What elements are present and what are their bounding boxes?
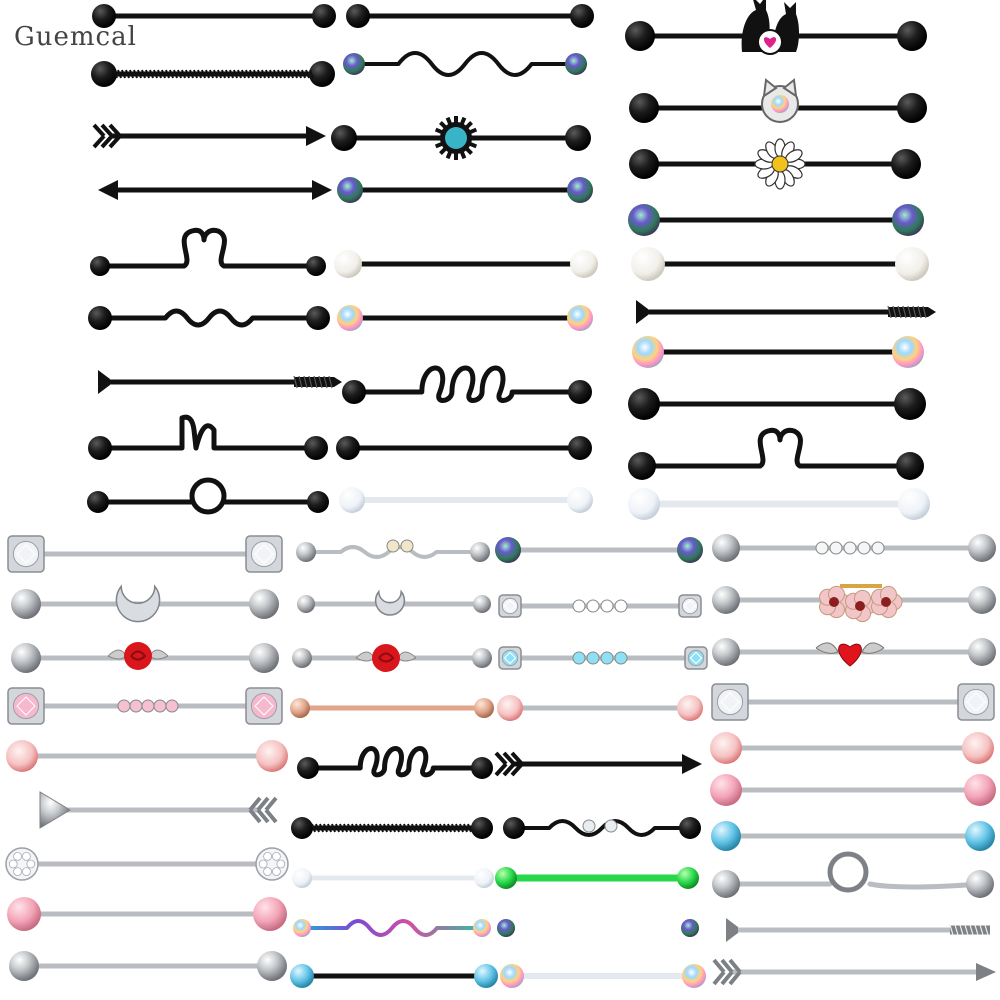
black-opal-barbell bbox=[337, 305, 593, 331]
steel-arrow-barbell bbox=[712, 958, 996, 986]
black-barbell bbox=[92, 4, 336, 28]
blue-opal-black-barbell bbox=[290, 964, 498, 988]
steel-white-stone-barbell bbox=[498, 594, 702, 618]
steel-jewel-barbell-large bbox=[711, 683, 995, 721]
clear-barbell-large bbox=[628, 488, 930, 520]
black-spiral-barbell bbox=[342, 365, 592, 404]
black-textured-barbell bbox=[346, 4, 594, 28]
steel-blue-stone-barbell bbox=[498, 646, 708, 670]
steel-pink-barbell bbox=[7, 897, 287, 931]
black-gem-barbell-large bbox=[628, 204, 924, 236]
clear-speckle-barbell bbox=[500, 964, 706, 988]
rainbow-barbell bbox=[497, 919, 699, 937]
steel-blue-barbell bbox=[711, 821, 995, 851]
steel-speckle-barbell-small bbox=[497, 695, 703, 721]
rainbow-wave-barbell bbox=[293, 919, 491, 937]
black-plain-barbell-large bbox=[628, 388, 926, 420]
black-twisted-barbell bbox=[91, 61, 335, 87]
black-spike-barbell bbox=[88, 414, 328, 460]
steel-speckle-barbell-large bbox=[710, 732, 994, 764]
clear-barbell-small bbox=[292, 868, 494, 888]
black-screw-barbell-large bbox=[636, 300, 936, 324]
steel-crystal-row-barbell bbox=[712, 534, 996, 562]
black-opal-wave-barbell bbox=[503, 817, 701, 839]
black-plain-barbell bbox=[336, 436, 592, 460]
steel-winged-heart-barbell bbox=[712, 638, 996, 667]
steel-pink-stone-barbell bbox=[7, 687, 283, 725]
steel-screw-barbell bbox=[726, 918, 990, 942]
black-pearl-barbell-large bbox=[631, 247, 929, 281]
black-gem-wave-barbell bbox=[343, 51, 587, 77]
black-heart-loop-barbell-large bbox=[628, 427, 924, 480]
steel-gem-barbell bbox=[495, 537, 703, 563]
black-spiral-barbell-small bbox=[297, 746, 493, 779]
black-gem-barbell bbox=[337, 177, 593, 203]
black-pearl-barbell bbox=[334, 250, 598, 278]
black-arrow-barbell bbox=[92, 123, 326, 149]
steel-plain-barbell bbox=[9, 951, 287, 981]
black-heart-loop-barbell bbox=[90, 227, 326, 276]
clear-barbell bbox=[339, 487, 593, 513]
steel-flower-barbell bbox=[712, 584, 996, 623]
brand-logo: Guemcal bbox=[14, 22, 137, 52]
black-arrow-barbell-small bbox=[494, 751, 702, 777]
black-wave-barbell bbox=[88, 306, 330, 330]
steel-pearl-wave-barbell bbox=[296, 539, 490, 562]
steel-moon-barbell-small bbox=[297, 589, 491, 616]
steel-moon-barbell bbox=[11, 584, 279, 623]
steel-crystal-barbell bbox=[5, 847, 289, 881]
black-screw-barbell bbox=[98, 370, 342, 394]
steel-rose-barbell-small bbox=[292, 644, 492, 672]
black-cat-face-barbell bbox=[629, 78, 927, 123]
black-sun-barbell bbox=[331, 116, 591, 160]
black-ring-loop-barbell bbox=[87, 477, 329, 515]
steel-pink-barbell-large bbox=[710, 774, 996, 806]
black-daisy-barbell bbox=[629, 138, 921, 190]
green-barbell bbox=[495, 867, 699, 889]
black-double-arrow-barbell bbox=[98, 180, 332, 200]
steel-ring-loop-barbell bbox=[712, 851, 994, 898]
steel-speckle-barbell bbox=[6, 740, 288, 772]
steel-spike-arrow-barbell bbox=[39, 791, 278, 829]
black-cats-barbell bbox=[625, 0, 927, 55]
black-twisted-barbell-small bbox=[291, 817, 493, 839]
steel-rose-barbell bbox=[11, 642, 279, 673]
rose-gold-barbell bbox=[290, 698, 494, 718]
black-opal-barbell-large bbox=[632, 336, 924, 368]
steel-jewel-barbell bbox=[7, 535, 283, 573]
